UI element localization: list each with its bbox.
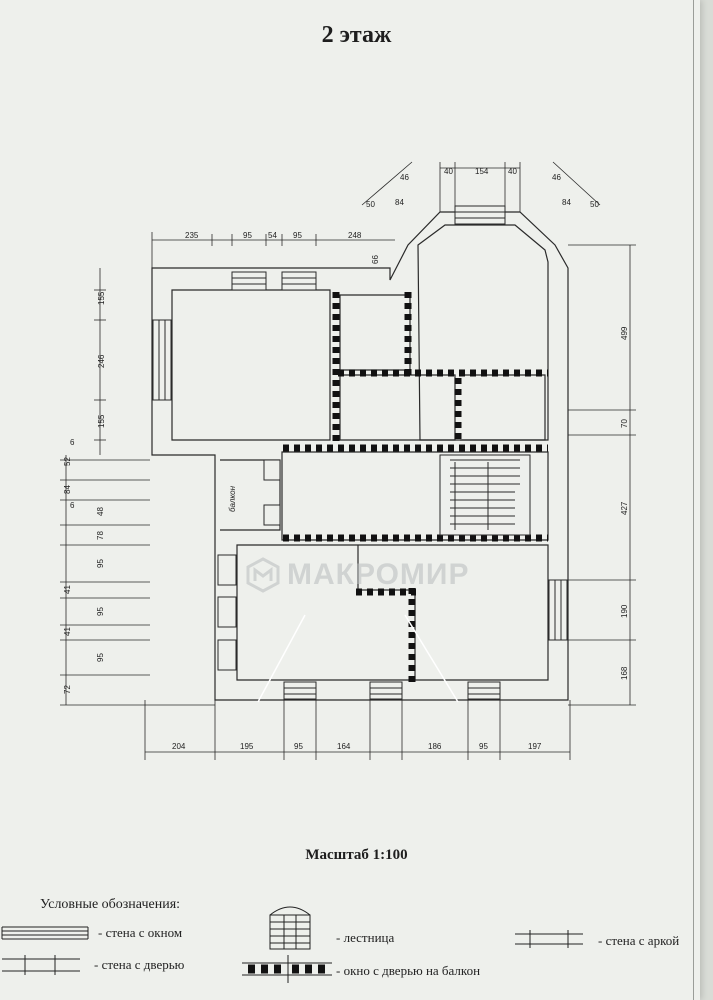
legend-symbols: [1, 906, 583, 983]
dim-left-0: 155: [97, 291, 106, 305]
paper-edge: [693, 0, 694, 1000]
dim-left-2: 155: [97, 414, 106, 428]
plan-title: 2 этаж: [321, 22, 392, 48]
dim-bay-5: 40: [508, 167, 517, 176]
legend-wall-arch: - стена с аркой: [598, 933, 680, 948]
dim-bay-6: 46: [552, 173, 561, 182]
dim-left-11: 95: [96, 607, 105, 616]
scale-label: Масштаб 1:100: [305, 847, 408, 863]
dim-top-5: 66: [371, 255, 380, 264]
dim-left-9: 95: [96, 559, 105, 568]
dim-top-2: 54: [268, 231, 277, 240]
dim-bottom-4: 186: [428, 742, 442, 751]
dim-right-0: 499: [620, 326, 629, 340]
dim-bay-0: 46: [400, 173, 409, 182]
dim-top-3: 95: [293, 231, 302, 240]
dim-bottom-6: 197: [528, 742, 542, 751]
legend-stairs: - лестница: [336, 930, 395, 945]
dim-left-4: 52: [63, 457, 72, 466]
dim-top-0: 235: [185, 231, 199, 240]
dim-right-1: 70: [620, 419, 629, 428]
dim-left-13: 95: [96, 653, 105, 662]
dimension-labels: 235 95 54 95 248 66 46 50 84 40 154 40 4…: [63, 167, 629, 751]
floor-plan: 235 95 54 95 248 66 46 50 84 40 154 40 4…: [60, 161, 636, 760]
balcony-label: балкон: [228, 485, 237, 512]
dim-top-1: 95: [243, 231, 252, 240]
legend-balcony-door: - окно с дверью на балкон: [336, 963, 481, 978]
dim-bottom-0: 204: [172, 742, 186, 751]
dim-left-10: 41: [63, 585, 72, 594]
dim-bottom-3: 164: [337, 742, 351, 751]
watermark-text: МАКРОМИР: [287, 558, 470, 591]
dim-left-8: 78: [96, 531, 105, 540]
dim-right-3: 190: [620, 604, 629, 618]
dim-bay-7: 84: [562, 198, 571, 207]
legend-wall-door: - стена с дверью: [94, 957, 185, 972]
dim-bay-2: 84: [395, 198, 404, 207]
dim-bottom-1: 195: [240, 742, 254, 751]
dim-bay-4: 154: [475, 167, 489, 176]
dim-bottom-2: 95: [294, 742, 303, 751]
dim-right-2: 427: [620, 501, 629, 515]
legend-title: Условные обозначения:: [40, 897, 181, 912]
dim-left-6: 6: [70, 501, 75, 510]
dim-left-5: 84: [63, 485, 72, 494]
watermark: МАКРОМИР: [245, 557, 469, 593]
dim-right-4: 168: [620, 666, 629, 680]
dim-bay-1: 50: [366, 200, 375, 209]
dim-top-4: 248: [348, 231, 362, 240]
dim-left-3: 6: [70, 438, 75, 447]
legend-wall-window: - стена с окном: [98, 925, 183, 940]
dim-left-1: 246: [97, 354, 106, 368]
watermark-logo-icon: [246, 557, 280, 593]
dim-bay-3: 40: [444, 167, 453, 176]
dim-left-14: 72: [63, 685, 72, 694]
dim-left-7: 48: [96, 507, 105, 516]
dim-bottom-5: 95: [479, 742, 488, 751]
dim-left-12: 41: [63, 627, 72, 636]
dim-bay-8: 50: [590, 200, 599, 209]
